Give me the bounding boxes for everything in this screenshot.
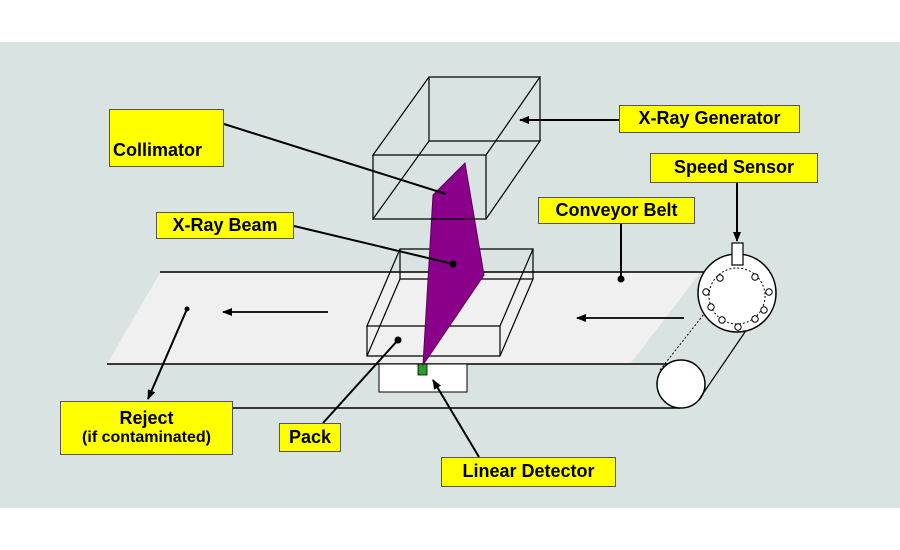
leader-pack [322, 339, 399, 424]
reject-label-text: Reject [119, 408, 174, 429]
xray-generator-box [371, 76, 542, 220]
collimator-label: Collimator [109, 109, 224, 167]
reject-label: Reject (if contaminated) [60, 401, 233, 455]
conveyor-belt-label: Conveyor Belt [538, 197, 695, 224]
leader-pack-dot [394, 336, 402, 344]
linear-detector-label: Linear Detector [441, 457, 616, 487]
leader-reject-dot [184, 306, 190, 312]
xray-generator-label-text: X-Ray Generator [638, 108, 781, 129]
xray-generator-label: X-Ray Generator [619, 105, 800, 133]
leader-conveyor-belt-dot [617, 275, 625, 283]
speed-sensor-label: Speed Sensor [650, 153, 818, 183]
reject-condition-text: (if contaminated) [82, 429, 211, 447]
linear-detector-label-text: Linear Detector [462, 461, 595, 482]
pack-label: Pack [279, 423, 341, 452]
leader-linear-detector [432, 379, 480, 458]
belt-band-dotted [659, 299, 716, 371]
leader-xray-beam-dot [449, 260, 457, 268]
pack-box [366, 248, 534, 357]
xray-beam-label: X-Ray Beam [156, 212, 294, 239]
collimator-label-text: Collimator [113, 140, 203, 161]
leader-collimator [223, 123, 447, 195]
belt-roller [656, 359, 706, 409]
linear-detector-element [417, 363, 428, 376]
leader-xray-beam [293, 225, 454, 265]
conveyor-belt-label-text: Conveyor Belt [555, 199, 678, 220]
xray-beam-label-text: X-Ray Beam [172, 214, 278, 235]
leader-reject [147, 308, 188, 400]
conveyor-belt-surface [107, 273, 700, 364]
speed-sensor-encoder [697, 242, 777, 333]
pack-label-text: Pack [288, 426, 332, 447]
speed-sensor-label-text: Speed Sensor [673, 157, 795, 178]
